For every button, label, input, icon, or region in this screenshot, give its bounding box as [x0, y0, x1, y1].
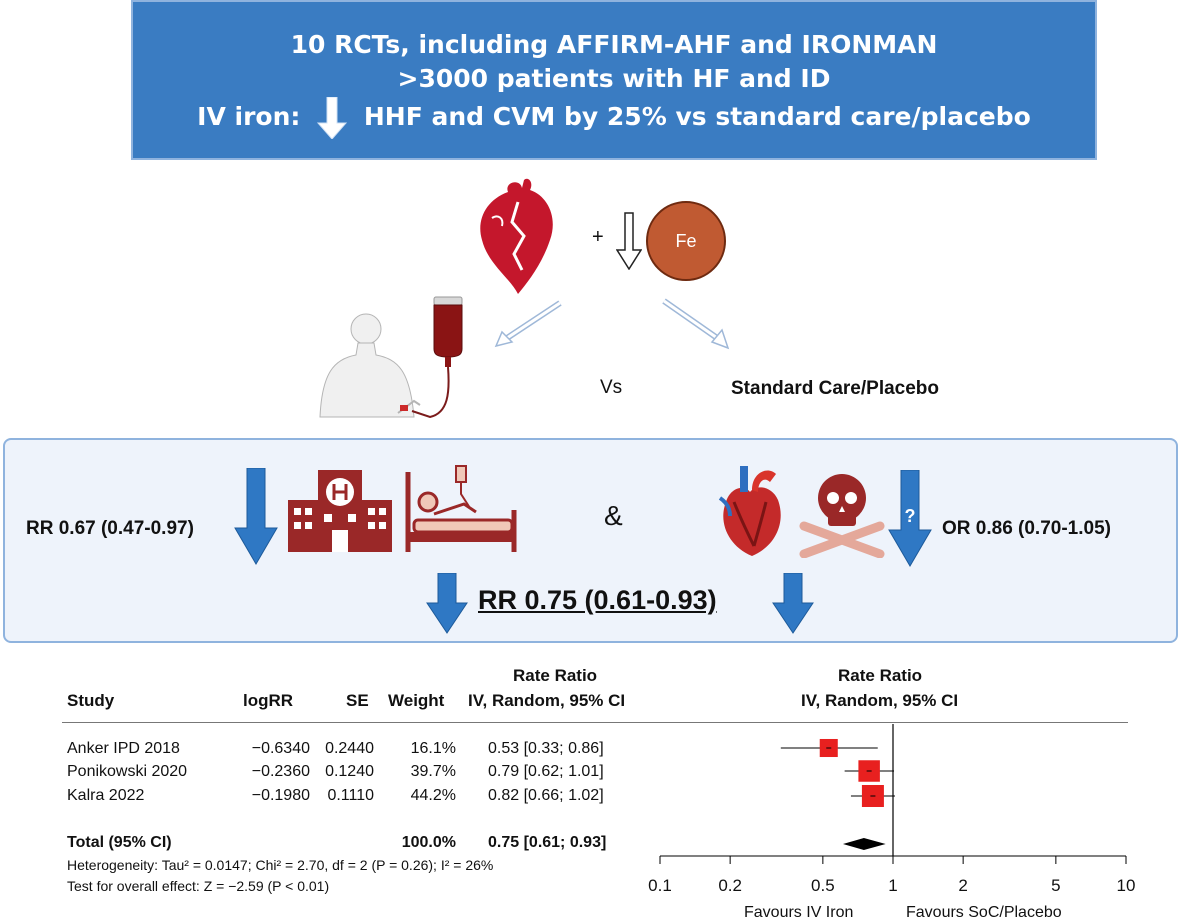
x-tick-label: 0.5 — [811, 876, 835, 895]
col-header-weight: Weight — [388, 691, 445, 710]
rr-header-top: Rate Ratio — [513, 666, 598, 685]
pooled-diamond — [842, 838, 886, 850]
patient-with-iv-drip-icon — [319, 296, 463, 419]
ampersand: & — [604, 500, 623, 531]
summary-banner: 10 RCTs, including AFFIRM-AHF and IRONMA… — [131, 0, 1097, 160]
hospitalization-rr: RR 0.67 (0.47-0.97) — [26, 518, 194, 539]
row-2-se: 0.1240 — [325, 763, 374, 780]
banner-line-3-prefix: IV iron: — [197, 102, 301, 131]
row-1-weight: 16.1% — [410, 740, 456, 757]
fe-label: Fe — [675, 230, 697, 251]
total-rr: RR 0.75 (0.61-0.93) — [478, 585, 717, 615]
total-ci: 0.75 [0.61; 0.93] — [488, 834, 607, 851]
total-label: Total (95% CI) — [67, 834, 172, 851]
skull-crossbones-icon — [799, 474, 885, 558]
question-mark: ? — [905, 506, 916, 526]
favours-right-label: Favours SoC/Placebo — [906, 904, 1062, 921]
x-tick-label: 1 — [888, 876, 897, 895]
row-2-logrr: −0.2360 — [251, 763, 310, 780]
row-3-study: Kalra 2022 — [67, 787, 145, 804]
failing-heart-icon — [480, 178, 553, 294]
col-header-study: Study — [67, 691, 115, 710]
x-tick-label: 5 — [1051, 876, 1060, 895]
row-3-ci: 0.82 [0.66; 1.02] — [488, 787, 604, 804]
favours-left-label: Favours IV Iron — [744, 904, 854, 921]
row-1-se: 0.2440 — [325, 740, 374, 757]
banner-line-3: IV iron: HHF and CVM by 25% vs standard … — [133, 96, 1095, 140]
comparator-label: Standard Care/Placebo — [731, 378, 940, 399]
uncertain-decrease-arrow-icon: ? — [888, 470, 932, 567]
rr-header-bottom: IV, Random, 95% CI — [468, 691, 626, 710]
overall-effect-text: Test for overall effect: Z = −2.59 (P < … — [67, 878, 330, 894]
results-panel — [3, 438, 1178, 643]
table-header-divider — [62, 722, 1128, 723]
total-weight: 100.0% — [401, 834, 456, 851]
branch-arrow-right-icon — [662, 298, 730, 350]
x-tick-label: 2 — [958, 876, 967, 895]
versus-label: Vs — [600, 377, 623, 398]
plus-sign: + — [592, 226, 604, 248]
x-tick-label: 0.1 — [648, 876, 672, 895]
row-2-study: Ponikowski 2020 — [67, 763, 188, 780]
total-decrease-arrow-left-icon — [426, 573, 468, 634]
banner-line-2: >3000 patients with HF and ID — [397, 64, 831, 93]
hospital-icon — [288, 470, 392, 552]
banner-line-1: 10 RCTs, including AFFIRM-AHF and IRONMA… — [290, 30, 938, 59]
x-tick-label: 10 — [1117, 876, 1136, 895]
row-2-ci: 0.79 [0.62; 1.01] — [488, 763, 604, 780]
total-decrease-arrow-right-icon — [772, 573, 814, 634]
row-3-se: 0.1110 — [327, 787, 374, 804]
row-2-weight: 39.7% — [410, 763, 456, 780]
row-1-ci: 0.53 [0.33; 0.86] — [488, 740, 604, 757]
decrease-arrow-left-icon — [234, 468, 278, 565]
anatomical-heart-icon — [718, 466, 781, 556]
row-3-weight: 44.2% — [410, 787, 456, 804]
banner-line-3-suffix: HHF and CVM by 25% vs standard care/plac… — [363, 102, 1031, 131]
col-header-se: SE — [346, 691, 369, 710]
row-1-logrr: −0.6340 — [251, 740, 310, 757]
plot-header-top: Rate Ratio — [838, 666, 923, 685]
heterogeneity-text: Heterogeneity: Tau² = 0.0147; Chi² = 2.7… — [67, 857, 494, 873]
hollow-down-arrow-icon — [616, 212, 642, 270]
x-tick-label: 0.2 — [718, 876, 742, 895]
col-header-logrr: logRR — [243, 691, 294, 710]
plot-header-bottom: IV, Random, 95% CI — [801, 691, 959, 710]
mortality-or: OR 0.86 (0.70-1.05) — [942, 518, 1111, 539]
iron-fe-circle: Fe — [646, 201, 726, 281]
row-3-logrr: −0.1980 — [251, 787, 310, 804]
row-1-study: Anker IPD 2018 — [67, 740, 180, 757]
down-arrow-icon — [317, 96, 348, 140]
hospital-bed-patient-icon — [405, 465, 517, 552]
branch-arrow-left-icon — [494, 300, 562, 348]
